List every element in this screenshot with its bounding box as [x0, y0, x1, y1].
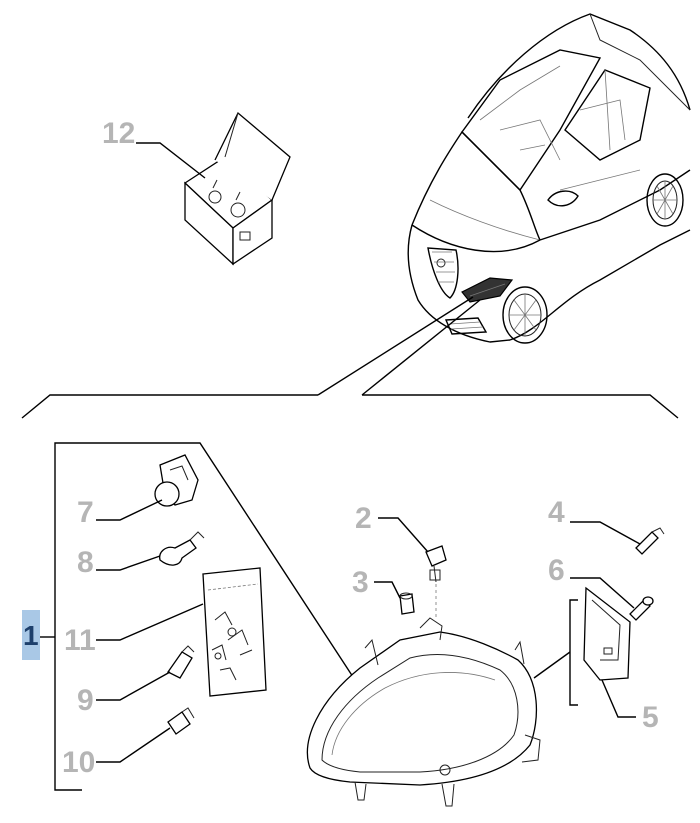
callout-1: 1: [23, 620, 39, 651]
callout-2: 2: [355, 502, 372, 535]
h4-bulb: [154, 454, 199, 507]
callout-9: 9: [77, 684, 94, 717]
small-bulb: [167, 645, 195, 679]
callout-6: 6: [548, 554, 565, 587]
callout-12: 12: [102, 117, 135, 150]
bushing: [399, 592, 415, 615]
callout-11: 11: [64, 624, 96, 657]
callouts: 1 2 3 4 5 6 7 8 11 9 10 12: [22, 117, 659, 779]
group-bracket: [40, 442, 356, 791]
callout-8: 8: [77, 546, 94, 579]
h7-bulb: [159, 531, 205, 566]
bulb-kit-box: [183, 111, 291, 266]
callout-4: 4: [548, 496, 565, 529]
detail-pointer: [21, 296, 679, 419]
bolt: [629, 596, 654, 621]
callout-5: 5: [642, 701, 659, 734]
bulb-set-bag: [202, 567, 267, 697]
wedge-bulb: [167, 707, 195, 735]
callout-7: 7: [77, 496, 94, 529]
leader-lines: [96, 142, 641, 763]
callout-10: 10: [62, 746, 95, 779]
callout-1-highlight: [22, 610, 40, 660]
callout-3: 3: [352, 566, 369, 599]
headlamp-assembly: [306, 617, 541, 807]
mounting-bracket: [533, 586, 631, 706]
clip-pin: [635, 527, 665, 555]
car-illustration: [407, 13, 691, 344]
adjuster-screw: [425, 545, 447, 620]
